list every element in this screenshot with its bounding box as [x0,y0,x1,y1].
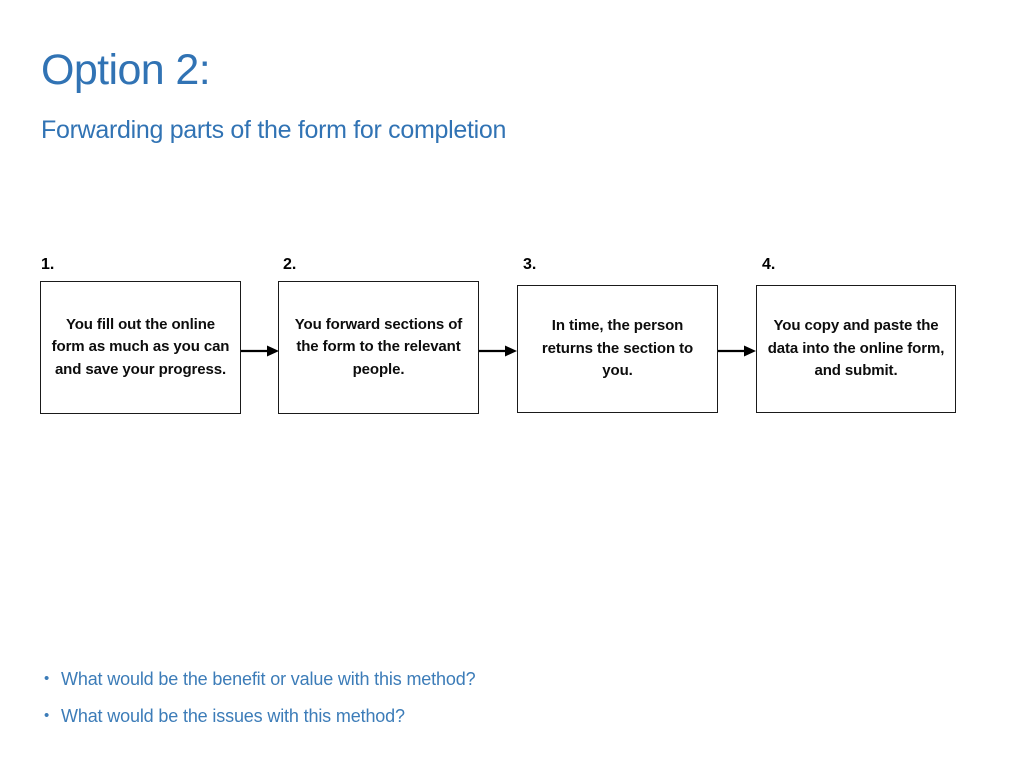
process-step-box-2: You forward sections of the form to the … [278,281,479,414]
discussion-questions-list: • What would be the benefit or value wit… [41,666,741,740]
arrow-right-icon-3 [718,345,756,357]
arrow-right-icon-2 [479,345,517,357]
bullet-point-icon: • [44,670,50,687]
bullet-point-icon: • [44,707,50,724]
process-step-box-1: You fill out the online form as much as … [40,281,241,414]
step-number-2: 2. [283,256,297,273]
step-number-4: 4. [762,256,776,273]
process-step-text-2: You forward sections of the form to the … [294,315,463,378]
discussion-question-text-1: What would be the benefit or value with … [61,669,476,689]
arrow-right-icon-1 [241,345,279,357]
process-step-text-4: You copy and paste the data into the onl… [767,317,945,380]
process-step-box-4: You copy and paste the data into the onl… [756,285,956,413]
step-number-1: 1. [41,256,55,273]
list-item: • What would be the issues with this met… [41,703,741,740]
process-step-box-3: In time, the person returns the section … [517,285,718,413]
discussion-question-text-2: What would be the issues with this metho… [61,706,405,726]
slide-title: Option 2: [41,46,211,94]
list-item: • What would be the benefit or value wit… [41,666,741,703]
step-number-3: 3. [523,256,537,273]
process-step-text-3: In time, the person returns the section … [541,317,694,380]
slide-subtitle: Forwarding parts of the form for complet… [41,116,507,144]
process-step-text-1: You fill out the online form as much as … [51,315,230,378]
